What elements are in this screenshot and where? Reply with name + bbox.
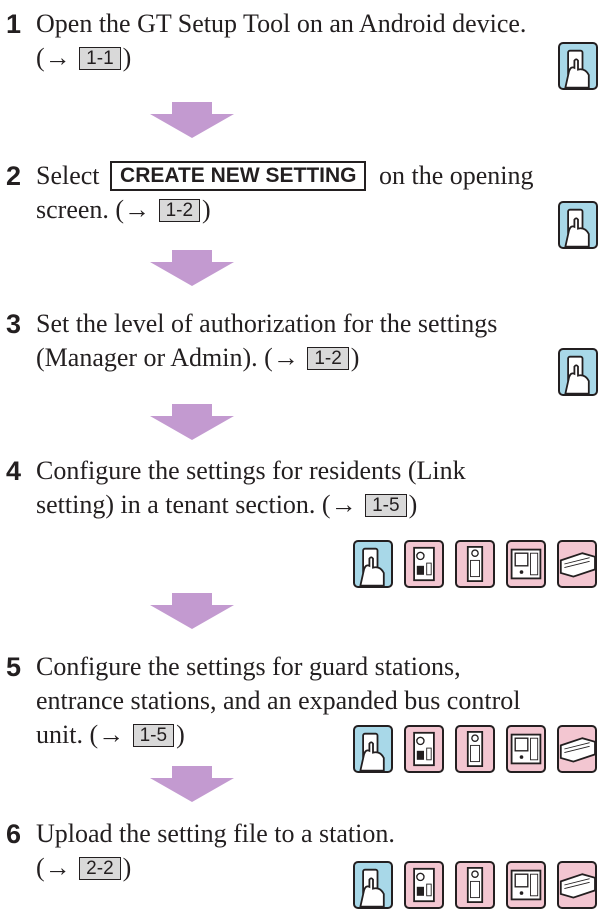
- device-icon-row: [0, 540, 602, 590]
- device-icon-row: [0, 725, 602, 775]
- reference-badge[interactable]: 1-1: [79, 47, 121, 70]
- door-station-icon: [455, 725, 495, 773]
- step-reference-line: (→ 1-1): [36, 43, 132, 72]
- step-number: 3: [6, 309, 22, 339]
- device-icon-row: [0, 861, 602, 909]
- android-device-icon: [353, 540, 393, 588]
- reference-badge[interactable]: 1-2: [307, 347, 349, 370]
- android-device-icon: [558, 201, 598, 249]
- bus-control-unit-icon: [557, 540, 597, 588]
- step-number: 6: [6, 819, 22, 849]
- door-station-icon: [455, 540, 495, 588]
- step-text: Select CREATE NEW SETTING on the opening: [36, 161, 534, 191]
- step-reference-line: setting) in a tenant section. (→ 1-5): [36, 490, 418, 519]
- guard-station-icon: [506, 725, 546, 773]
- down-arrow-icon: [150, 593, 234, 629]
- step-number: 4: [6, 456, 22, 486]
- door-station-icon: [455, 861, 495, 909]
- step-text: Open the GT Setup Tool on an Android dev…: [36, 9, 527, 38]
- guard-station-icon: [506, 540, 546, 588]
- reference-badge[interactable]: 1-5: [365, 494, 407, 517]
- entrance-station-icon: [404, 725, 444, 773]
- step-text: Configure the settings for residents (Li…: [36, 456, 466, 485]
- entrance-station-icon: [404, 861, 444, 909]
- step-text: Set the level of authorization for the s…: [36, 309, 498, 338]
- android-device-icon: [353, 861, 393, 909]
- down-arrow-icon: [150, 766, 234, 802]
- down-arrow-icon: [150, 250, 234, 286]
- reference-badge[interactable]: 1-2: [158, 199, 201, 222]
- reference-badge[interactable]: 2-2: [79, 857, 121, 880]
- step-reference-line: (Manager or Admin). (→ 1-2): [36, 343, 360, 372]
- bus-control-unit-icon: [557, 861, 597, 909]
- step-text: Upload the setting file to a station.: [36, 819, 395, 848]
- step-reference-line: (→ 2-2): [36, 853, 132, 882]
- step-number: 5: [6, 652, 22, 682]
- bus-control-unit-icon: [557, 725, 597, 773]
- android-device-icon: [558, 42, 598, 90]
- entrance-station-icon: [404, 540, 444, 588]
- step-number: 1: [6, 9, 22, 39]
- down-arrow-icon: [150, 404, 234, 440]
- step-reference-line: screen. (→ 1-2): [36, 195, 211, 224]
- android-device-icon: [558, 348, 598, 396]
- create-new-setting-button-label[interactable]: CREATE NEW SETTING: [110, 161, 367, 191]
- android-device-icon: [353, 725, 393, 773]
- step-text: Configure the settings for guard station…: [36, 652, 461, 681]
- step-text: entrance stations, and an expanded bus c…: [36, 686, 521, 715]
- step-number: 2: [6, 161, 22, 191]
- guard-station-icon: [506, 861, 546, 909]
- down-arrow-icon: [150, 102, 234, 138]
- step-reference-line: unit. (→ 1-5): [36, 720, 185, 749]
- reference-badge[interactable]: 1-5: [132, 724, 175, 747]
